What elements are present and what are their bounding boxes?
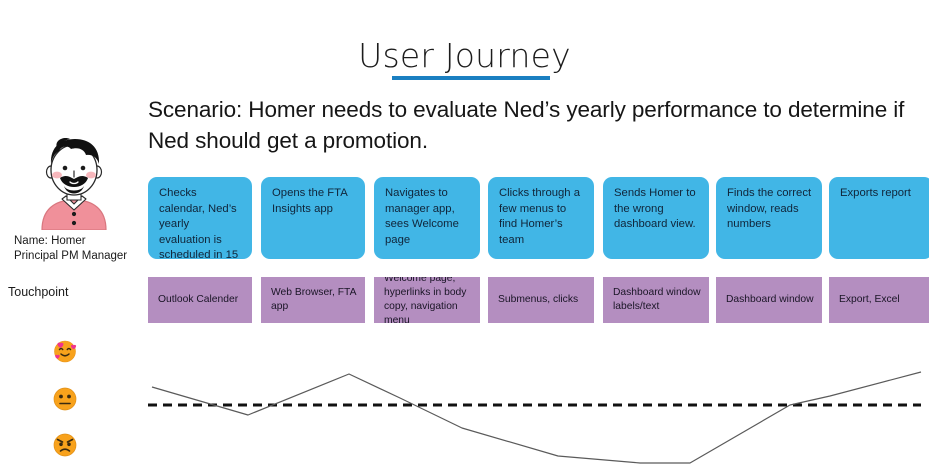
journey-step[interactable]: Finds the correct window, reads numbers — [716, 177, 822, 259]
touchpoint-item[interactable]: Web Browser, FTA app — [261, 277, 365, 323]
journey-steps-row: Checks calendar, Ned’s yearly evaluation… — [148, 177, 929, 259]
journey-step[interactable]: Exports report — [829, 177, 929, 259]
journey-step[interactable]: Sends Homer to the wrong dashboard view. — [603, 177, 709, 259]
touchpoint-row-label: Touchpoint — [8, 285, 69, 299]
emotion-line-chart — [148, 371, 922, 464]
touchpoint-item[interactable]: Dashboard window labels/text — [603, 277, 709, 323]
page-title: User Journey — [358, 36, 571, 75]
angry-face-emoji-icon — [50, 430, 80, 460]
touchpoint-item[interactable]: Export, Excel — [829, 277, 929, 323]
avatar-illustration-male-icon — [41, 138, 107, 231]
touchpoint-item[interactable]: Outlook Calender — [148, 277, 252, 323]
touchpoint-item[interactable]: Dashboard window — [716, 277, 822, 323]
journey-step[interactable]: Clicks through a few menus to find Homer… — [488, 177, 594, 259]
avatar — [24, 130, 124, 231]
persona-name: Name: Homer — [14, 235, 86, 247]
persona-block: Name: Homer Principal PM Manager — [8, 130, 140, 264]
touchpoint-item[interactable]: Welcome page, hyperlinks in body copy, n… — [374, 277, 480, 323]
journey-step[interactable]: Opens the FTA Insights app — [261, 177, 365, 259]
touchpoint-item[interactable]: Submenus, clicks — [488, 277, 594, 323]
title-underline — [392, 76, 550, 80]
touchpoints-row: Outlook Calender Web Browser, FTA app We… — [148, 277, 929, 323]
neutral-face-emoji-icon — [50, 384, 80, 414]
scenario-text: Scenario: Homer needs to evaluate Ned’s … — [148, 97, 905, 153]
smiling-face-with-hearts-emoji-icon — [50, 336, 80, 366]
journey-step[interactable]: Navigates to manager app, sees Welcome p… — [374, 177, 480, 259]
emotion-curve — [151, 371, 922, 464]
persona-role: Principal PM Manager — [14, 250, 128, 262]
journey-step[interactable]: Checks calendar, Ned’s yearly evaluation… — [148, 177, 252, 259]
